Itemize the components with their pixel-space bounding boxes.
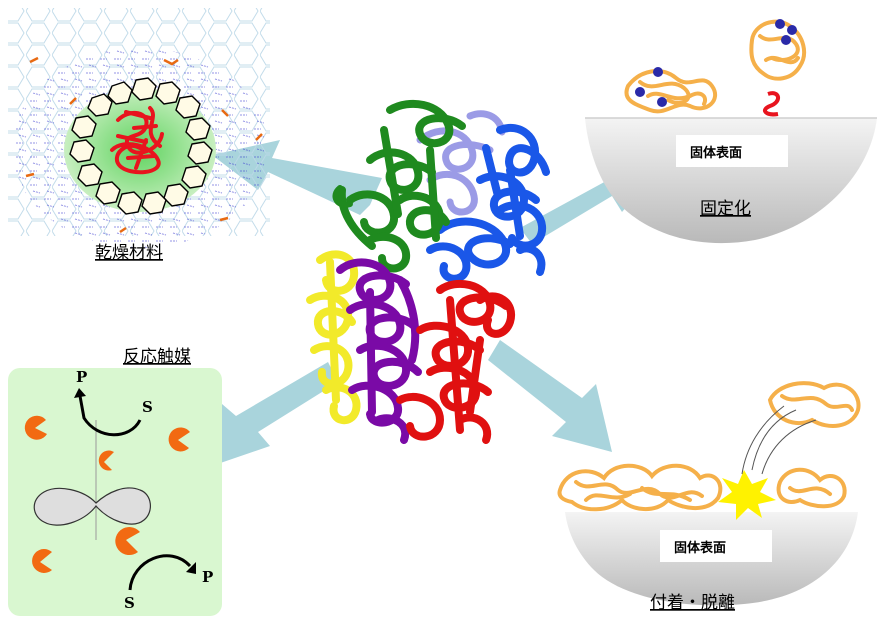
product-top: P (76, 368, 87, 386)
chain-green-accent (332, 185, 353, 208)
immobilization-panel: 固体表面 固定化 (585, 19, 877, 244)
spark-icon (718, 470, 776, 520)
protein-core-red (110, 106, 164, 175)
label-dry-material: 乾燥材料 (95, 243, 163, 263)
enzyme-dimer-icon (33, 487, 151, 526)
dry-material-panel: 乾燥材料 (8, 8, 270, 263)
catalysis-panel: 反応触媒 P S P S (8, 347, 222, 616)
ligand-dot (657, 97, 667, 107)
surface-label-box-bottom (660, 530, 772, 562)
reaction-arrow-icon (128, 554, 192, 591)
product-bottom: P (202, 568, 213, 586)
chain-blue (426, 124, 550, 283)
pacman-substrate-icon (24, 415, 190, 573)
substrate-top: S (142, 398, 153, 416)
label-adsorption-desorption: 付着・脱離 (650, 593, 735, 613)
desorption-trails (741, 405, 817, 475)
ligand-dot (775, 19, 785, 29)
ligand-dot (787, 25, 797, 35)
solid-surface-top (585, 118, 877, 244)
hexagon-ring (69, 77, 213, 215)
chain-red (396, 279, 516, 444)
ligand-dot (781, 35, 791, 45)
chain-green (337, 99, 466, 273)
adsorbed-protein-layer (557, 381, 861, 512)
surface-label-box-top (676, 135, 788, 167)
reaction-arrow-icon (78, 395, 142, 437)
chain-purple (336, 258, 422, 444)
adsorption-panel: 固体表面 付着・脱離 (557, 381, 861, 613)
surface-label-top: 固体表面 (690, 145, 742, 161)
protein-ribbon-icon (306, 99, 550, 444)
protein-coil-adsorbed (624, 69, 718, 114)
arrow-to-catalysis (200, 362, 338, 470)
linker (762, 91, 780, 117)
arrow-to-adsorption (488, 340, 612, 452)
ligand-dot (635, 87, 645, 97)
substrate-bottom: S (124, 594, 135, 612)
surface-label-bottom: 固体表面 (674, 540, 726, 556)
label-immobilization: 固定化 (700, 199, 751, 219)
label-reaction-catalysis: 反応触媒 (123, 347, 191, 367)
chain-yellow (306, 250, 361, 424)
orange-marks (25, 56, 263, 234)
ligand-dot (653, 67, 663, 77)
